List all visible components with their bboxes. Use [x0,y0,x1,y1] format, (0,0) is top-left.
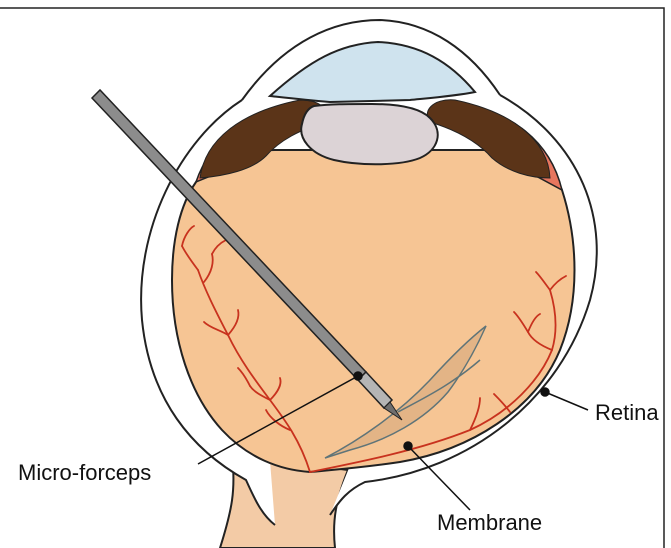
label-micro-forceps: Micro-forceps [18,460,151,485]
lens [301,104,437,164]
vitreous-body [172,150,575,472]
label-membrane: Membrane [437,510,542,535]
cornea [270,42,475,102]
label-retina: Retina [595,400,659,425]
